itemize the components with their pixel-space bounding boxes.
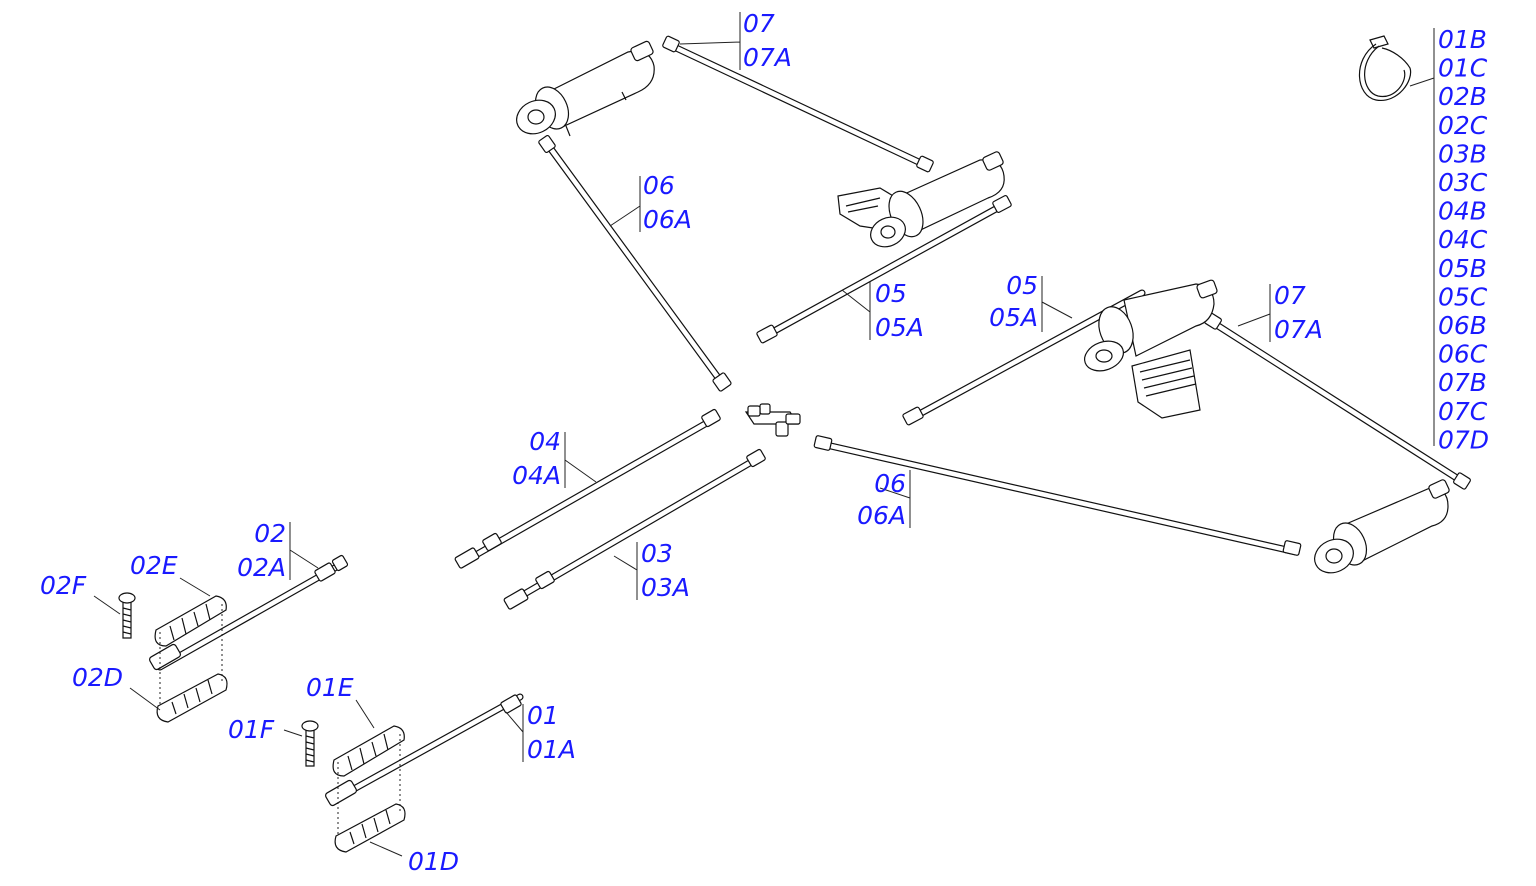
hose-02 <box>156 561 344 671</box>
grip-upper-02E <box>154 595 227 647</box>
callout-05A-right: 05A <box>989 303 1038 332</box>
callout-06-upper: 06 <box>643 171 675 200</box>
callout-06A-upper: 06A <box>643 205 692 234</box>
callout-01: 01 <box>527 701 559 730</box>
hose-03 <box>510 453 764 604</box>
cylinder-bottom-right <box>1314 479 1450 574</box>
callout-01D: 01D <box>408 847 459 876</box>
callout-06-lower: 06 <box>874 469 906 498</box>
hose-06-upper <box>544 141 726 387</box>
callout-03A: 03A <box>641 573 690 602</box>
clamp-code-02C: 02C <box>1438 111 1488 140</box>
hose-04 <box>463 416 716 564</box>
tee-junction-block <box>744 403 801 437</box>
hose-01 <box>330 693 524 804</box>
callout-labels: 07 07A 06 06A 05 05A 05 05A 07 07A 04 04… <box>40 9 1489 876</box>
clamp-code-07C: 07C <box>1438 397 1488 426</box>
clamp-code-04B: 04B <box>1438 197 1487 226</box>
callout-02A: 02A <box>237 553 286 582</box>
clamp-code-03B: 03B <box>1438 139 1487 168</box>
clamp-code-03C: 03C <box>1438 168 1488 197</box>
grip-lower-01D <box>334 803 406 853</box>
leader-lines <box>93 12 1435 857</box>
clamp-code-05C: 05C <box>1438 282 1488 311</box>
clamp-code-07D: 07D <box>1438 425 1489 454</box>
callout-01F: 01F <box>228 715 275 744</box>
cylinder-right-middle <box>1084 279 1218 419</box>
hose-07-right <box>1208 318 1467 486</box>
clamp-code-06C: 06C <box>1438 340 1488 369</box>
callout-01A: 01A <box>527 735 576 764</box>
grip-assembly-02 <box>118 592 228 723</box>
callout-05-right: 05 <box>1006 271 1038 300</box>
hoses <box>156 42 1467 804</box>
grip-upper-01E <box>332 725 405 777</box>
clamp-code-04C: 04C <box>1438 225 1488 254</box>
callout-07A-right: 07A <box>1274 315 1323 344</box>
callout-05A-mid: 05A <box>875 313 924 342</box>
clamp-code-07B: 07B <box>1438 368 1487 397</box>
callout-02F: 02F <box>40 571 87 600</box>
screw-01F <box>301 720 319 767</box>
callout-04A: 04A <box>512 461 561 490</box>
clamp-code-01C: 01C <box>1438 54 1488 83</box>
clamp-code-01B: 01B <box>1438 25 1487 54</box>
callout-05-mid: 05 <box>875 279 907 308</box>
cylinder-top-left <box>516 40 655 137</box>
clamp-code-06B: 06B <box>1438 311 1487 340</box>
p-clamp <box>1358 35 1412 101</box>
callout-04: 04 <box>529 427 561 456</box>
clamp-code-02B: 02B <box>1438 82 1487 111</box>
callout-03: 03 <box>641 539 673 568</box>
callout-07-right: 07 <box>1274 281 1306 310</box>
clamp-code-list: 01B01C02B02C03B03C04B04C05B05C06B06C07B0… <box>1438 25 1489 454</box>
callout-01E: 01E <box>306 673 354 702</box>
hose-05-mid <box>763 201 1007 339</box>
callout-02E: 02E <box>130 551 178 580</box>
callout-02: 02 <box>254 519 286 548</box>
grip-assembly-01 <box>301 720 406 853</box>
hose-06-lower <box>818 440 1300 556</box>
grip-lower-02D <box>156 673 228 723</box>
callout-07-top: 07 <box>743 9 775 38</box>
callout-06A-lower: 06A <box>857 501 906 530</box>
clamp-code-05B: 05B <box>1438 254 1487 283</box>
callout-02D: 02D <box>72 663 123 692</box>
fittings <box>314 35 1471 714</box>
callout-07A-top: 07A <box>743 43 792 72</box>
hose-07-top <box>668 42 929 169</box>
cylinder-top-right <box>837 151 1005 248</box>
screw-02F <box>118 592 136 639</box>
